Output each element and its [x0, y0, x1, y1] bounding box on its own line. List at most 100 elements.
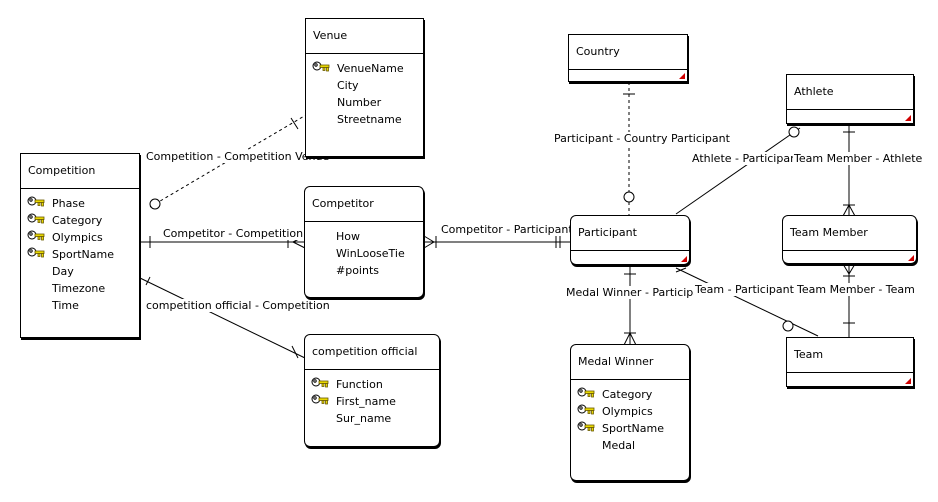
attribute-name: How — [336, 230, 360, 243]
attribute-row: Category — [575, 386, 689, 403]
attribute-row: VenueName — [310, 60, 423, 77]
attribute-row: SportName — [575, 420, 689, 437]
crow-foot — [842, 204, 850, 217]
crow-foot — [629, 332, 637, 346]
attribute-row: Olympics — [25, 229, 139, 246]
attribute-name: Category — [602, 388, 653, 401]
line-competition-official — [139, 277, 306, 359]
attribute-name: Medal — [602, 439, 636, 452]
attribute-name: #points — [336, 264, 380, 277]
primary-key-icon — [311, 394, 329, 408]
attribute-name: Timezone — [52, 282, 106, 295]
rel-label-competition-venue: Competition - Competition Venue — [145, 150, 331, 163]
primary-key-icon — [577, 421, 595, 435]
attribute-name: Number — [337, 96, 382, 109]
entity-title: Athlete — [787, 75, 913, 110]
entity-title: Competitor — [305, 187, 423, 222]
attribute-name: Phase — [52, 197, 85, 210]
attribute-row: Sur_name — [309, 410, 439, 427]
crow-foot — [292, 241, 306, 249]
attribute-row: Time — [25, 297, 139, 314]
primary-key-icon — [311, 377, 329, 391]
attribute-name: Olympics — [52, 231, 103, 244]
corner-marker — [905, 115, 911, 121]
attribute-name: Time — [52, 299, 79, 312]
corner-marker — [679, 73, 685, 79]
tick-mark — [290, 117, 299, 130]
attribute-row: Function — [309, 376, 439, 393]
optional-circle — [149, 198, 161, 210]
primary-key-icon — [312, 61, 330, 75]
entity-title: Venue — [306, 19, 423, 54]
entity-title: Team Member — [783, 216, 916, 251]
tick-mark — [291, 345, 299, 359]
attribute-row: Streetname — [310, 111, 423, 128]
crow-foot — [848, 263, 856, 275]
optional-circle — [623, 191, 635, 203]
attribute-name: Day — [52, 265, 74, 278]
attribute-row: First_name — [309, 393, 439, 410]
primary-key-icon — [27, 196, 45, 210]
attribute-row: Timezone — [25, 280, 139, 297]
entity-athlete[interactable]: Athlete — [786, 74, 914, 124]
crow-foot — [423, 241, 435, 249]
attribute-row: City — [310, 77, 423, 94]
attribute-name: Function — [336, 378, 383, 391]
corner-marker — [681, 256, 687, 262]
primary-key-icon — [27, 213, 45, 227]
corner-marker — [908, 255, 914, 261]
optional-circle — [782, 320, 794, 332]
entity-title: competition official — [305, 335, 439, 370]
entity-country[interactable]: Country — [568, 34, 688, 82]
attribute-name: SportName — [52, 248, 114, 261]
rel-label-teammember-athlete: Team Member - Athlete — [793, 152, 924, 165]
tick-mark — [145, 276, 151, 286]
attribute-row: How — [309, 228, 423, 245]
attribute-name: Sur_name — [336, 412, 392, 425]
attribute-row: Category — [25, 212, 139, 229]
crow-foot — [842, 263, 850, 275]
attribute-name: Category — [52, 214, 103, 227]
line-team-participant — [675, 267, 819, 337]
rel-label-participant-country: Participant - Country Participant — [553, 132, 731, 145]
crow-foot — [623, 332, 631, 346]
attribute-row: SportName — [25, 246, 139, 263]
entity-team-member[interactable]: Team Member — [782, 215, 917, 264]
line-athlete-participant — [675, 127, 801, 215]
primary-key-icon — [577, 387, 595, 401]
attribute-name: First_name — [336, 395, 396, 408]
attribute-name: WinLooseTie — [336, 247, 405, 260]
attribute-name: Olympics — [602, 405, 653, 418]
attribute-row: WinLooseTie — [309, 245, 423, 262]
attribute-row: Medal — [575, 437, 689, 454]
attribute-name: SportName — [602, 422, 664, 435]
crow-foot — [675, 267, 687, 273]
attribute-row: Number — [310, 94, 423, 111]
corner-marker — [905, 378, 911, 384]
attribute-row: Phase — [25, 195, 139, 212]
entity-title: Participant — [571, 216, 689, 251]
rel-label-competitor-participant: Competitor - Participant — [440, 223, 574, 236]
entity-title: Medal Winner — [571, 345, 689, 380]
entity-participant[interactable]: Participant — [570, 215, 690, 265]
attribute-row: Olympics — [575, 403, 689, 420]
entity-title: Country — [569, 35, 687, 70]
entity-title: Competition — [21, 154, 139, 189]
attribute-name: Streetname — [337, 113, 402, 126]
entity-title: Team — [787, 338, 913, 373]
entity-team[interactable]: Team — [786, 337, 914, 387]
attribute-row: Day — [25, 263, 139, 280]
rel-label-teammember-team: Team Member - Team — [796, 283, 916, 296]
crow-foot — [423, 235, 435, 243]
crow-foot — [848, 204, 856, 217]
